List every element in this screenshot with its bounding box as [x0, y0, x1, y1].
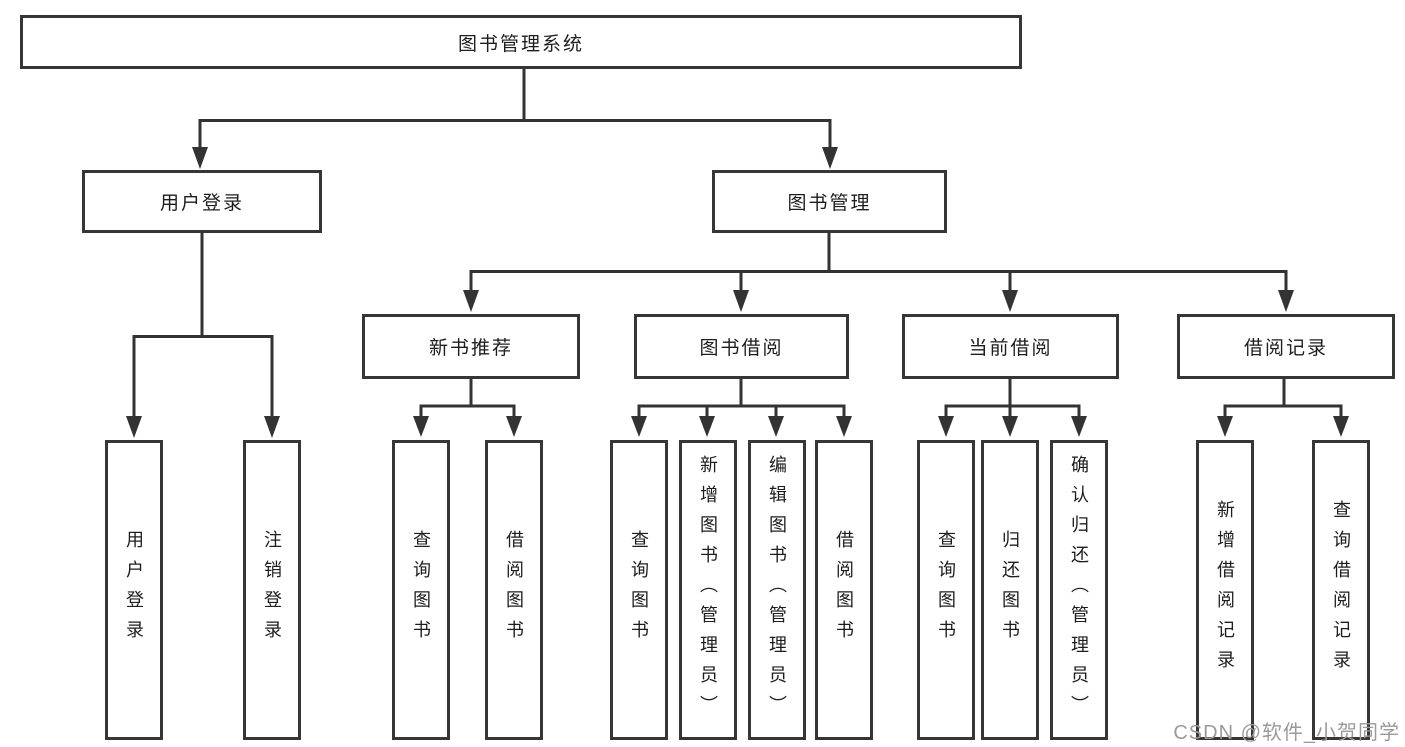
- new-book-connectors: [413, 379, 522, 437]
- leaf-add-borrow-record-label: 新增借阅记录: [1215, 500, 1235, 680]
- book-mgmt-connectors: [463, 233, 1294, 312]
- leaf-query-borrow-record: 查询借阅记录: [1312, 440, 1370, 740]
- book-borrow-connectors: [631, 379, 852, 437]
- leaf-confirm-return-admin: 确认归还（管理员）: [1050, 440, 1108, 740]
- leaf-confirm-return-admin-label: 确认归还（管理员）: [1069, 455, 1089, 725]
- leaf-edit-books-admin: 编辑图书（管理员）: [748, 440, 806, 740]
- leaf-add-books-admin-label: 新增图书（管理员）: [698, 455, 718, 725]
- node-new-book-recommend: 新书推荐: [362, 314, 580, 379]
- leaf-query-books-recommend-label: 查询图书: [411, 530, 431, 650]
- leaf-return-books-label: 归还图书: [1000, 530, 1020, 650]
- leaf-user-login-label: 用户登录: [124, 530, 144, 650]
- node-current-borrowing-label: 当前借阅: [968, 338, 1053, 359]
- leaf-query-books-recommend: 查询图书: [392, 440, 450, 740]
- leaf-logout: 注销登录: [243, 440, 301, 740]
- node-book-borrowing: 图书借阅: [634, 314, 849, 379]
- borrow-record-connectors: [1217, 379, 1349, 437]
- node-new-book-recommend-label: 新书推荐: [428, 338, 513, 359]
- current-borrow-connectors: [938, 379, 1087, 437]
- node-borrowing-records: 借阅记录: [1177, 314, 1395, 379]
- node-root-label: 图书管理系统: [457, 33, 584, 55]
- user-login-connectors: [126, 233, 280, 438]
- leaf-query-books-current-label: 查询图书: [936, 530, 956, 650]
- leaf-query-borrow-record-label: 查询借阅记录: [1331, 500, 1351, 680]
- leaf-logout-label: 注销登录: [262, 530, 282, 650]
- leaf-user-login: 用户登录: [105, 440, 163, 740]
- node-book-management: 图书管理: [712, 170, 947, 233]
- leaf-borrow-books-recommend: 借阅图书: [485, 440, 543, 740]
- leaf-query-books-borrowing-label: 查询图书: [629, 530, 649, 650]
- leaf-add-books-admin: 新增图书（管理员）: [679, 440, 737, 740]
- leaf-borrow-books-label: 借阅图书: [834, 530, 854, 650]
- node-user-login-label: 用户登录: [159, 193, 244, 214]
- node-user-login: 用户登录: [82, 170, 322, 233]
- node-current-borrowing: 当前借阅: [902, 314, 1119, 379]
- leaf-query-books-borrowing: 查询图书: [610, 440, 668, 740]
- leaf-return-books: 归还图书: [981, 440, 1039, 740]
- leaf-add-borrow-record: 新增借阅记录: [1196, 440, 1254, 740]
- leaf-borrow-books-recommend-label: 借阅图书: [504, 530, 524, 650]
- node-book-borrowing-label: 图书借阅: [699, 338, 784, 359]
- leaf-edit-books-admin-label: 编辑图书（管理员）: [767, 455, 787, 725]
- node-borrowing-records-label: 借阅记录: [1243, 338, 1328, 359]
- node-root: 图书管理系统: [20, 15, 1022, 69]
- csdn-watermark: CSDN @软件_小贺同学: [1173, 722, 1400, 744]
- leaf-borrow-books: 借阅图书: [815, 440, 873, 740]
- root-connectors: [192, 68, 838, 169]
- leaf-query-books-current: 查询图书: [917, 440, 975, 740]
- node-book-management-label: 图书管理: [787, 193, 872, 214]
